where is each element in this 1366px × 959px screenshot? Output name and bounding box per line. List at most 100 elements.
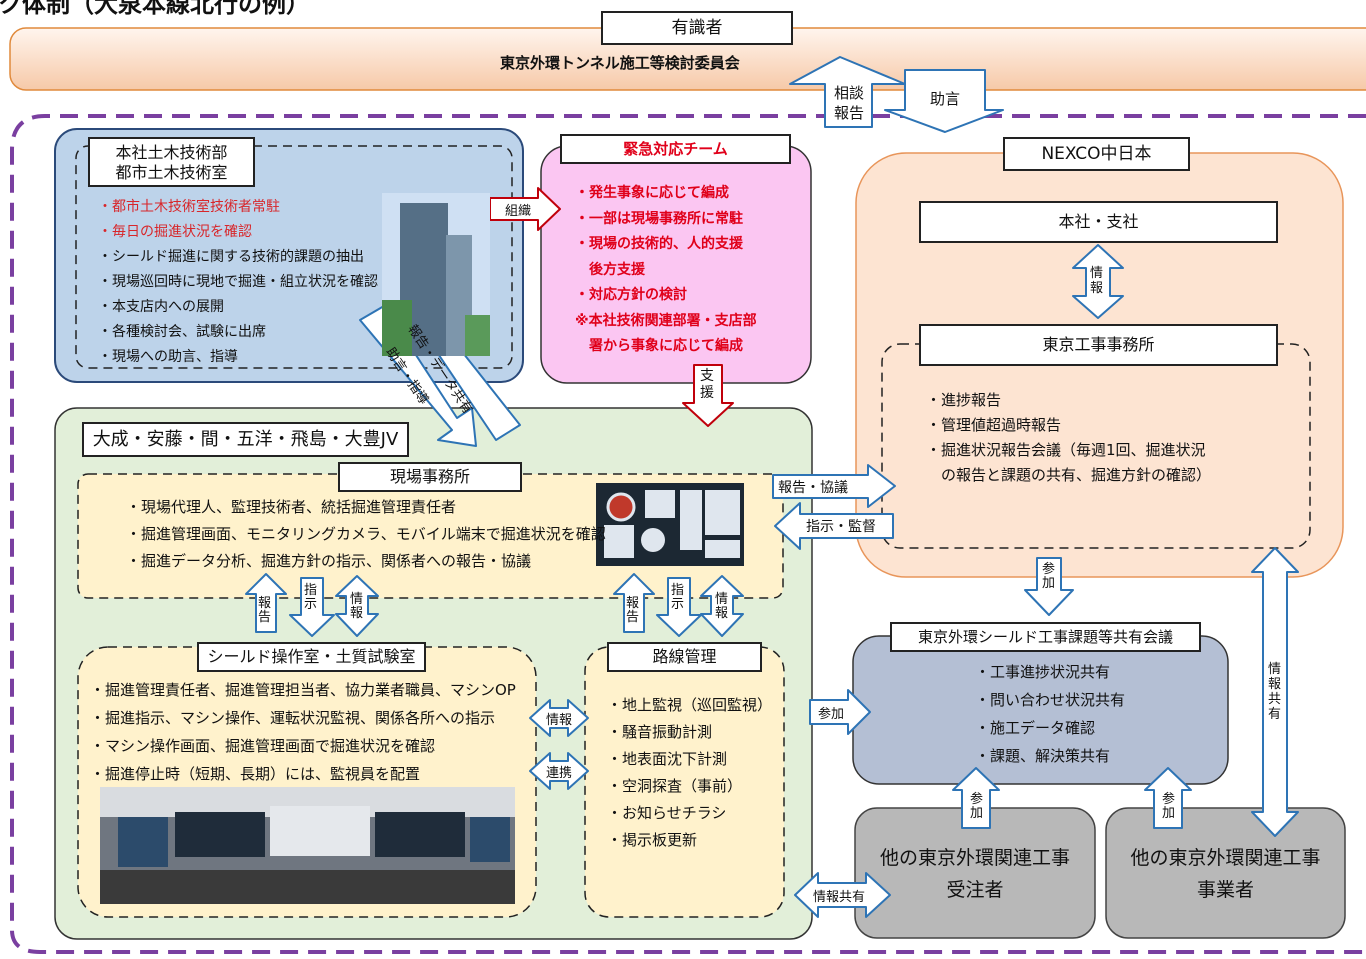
participation-down-arrow [1024, 557, 1074, 616]
info-double-arrow [529, 699, 589, 737]
hq-item: ・本支店内への展開 [98, 299, 224, 315]
emergency-items: ・発生事象に応じて編成・一部は現場事務所に常駐・現場の技術的、人的支援 後方支援… [575, 181, 757, 360]
route-item: ・地表面沈下計測 [607, 750, 728, 768]
monitoring-screen-image [596, 483, 744, 566]
participation-top-label: 参加 [1042, 562, 1056, 591]
info-label-mid: 情報 [546, 713, 573, 728]
instruction-supervision-arrow [774, 502, 894, 550]
instruction-down-arrow-a [289, 577, 335, 637]
consult-report-arrow [789, 56, 906, 128]
shield-room-item: ・掘進停止時（短期、長期）には、監視員を配置 [90, 765, 421, 783]
jv-title: 大成・安藤・間・五洋・飛島・大豊JV [82, 422, 409, 457]
hq-item: ・各種検討会、試験に出席 [98, 324, 266, 340]
emergency-item: ・現場の技術的、人的支援 [575, 236, 743, 252]
council-item: ・課題、解決策共有 [975, 747, 1111, 765]
nexco-item: の報告と課題の共有、掘進方針の確認） [926, 466, 1212, 484]
hq-item: ・毎日の掘進状況を確認 [98, 224, 252, 240]
hq-item: ・現場への助言、指導 [98, 349, 238, 365]
council-items: ・工事進捗状況共有・問い合わせ状況共有・施工データ確認・課題、解決策共有 [975, 658, 1125, 770]
route-item: ・騒音振動計測 [607, 723, 713, 741]
organization-dashed-frame [10, 114, 1366, 954]
route-item: ・掲示板更新 [607, 831, 698, 849]
nexco-hq-branch: 本社・支社 [919, 201, 1278, 243]
consult-report-label: 相談報告 [834, 84, 865, 122]
info-share-label: 情報共有 [813, 890, 866, 905]
advice-label: 助言 [930, 90, 961, 108]
nexco-label: NEXCO中日本 [1003, 137, 1190, 171]
nexco-item: ・掘進状況報告会議（毎週1回、掘進状況 [926, 441, 1206, 459]
shield-room-title: シールド操作室・土質試験室 [197, 642, 426, 672]
route-item: ・地上監視（巡回監視） [607, 696, 773, 714]
participation-left-label: 参加 [818, 707, 845, 722]
route-item: ・空洞探査（事前） [607, 777, 743, 795]
support-arrow [682, 364, 734, 427]
council-item: ・問い合わせ状況共有 [975, 691, 1126, 709]
shield-room-item: ・掘進管理責任者、掘進管理担当者、協力業者職員、マシンOP [90, 681, 516, 699]
participation-up-arrow-1 [952, 767, 1000, 829]
hq-item: ・現場巡回時に現地で掘進・組立状況を確認 [98, 274, 378, 290]
hq-item: ・都市土木技術室技術者常駐 [98, 199, 280, 215]
shield-room-item: ・掘進指示、マシン操作、運転状況監視、関係各所への指示 [90, 709, 496, 727]
committee-name: 東京外環トンネル施工等検討委員会 [500, 54, 740, 72]
site-office-items: ・現場代理人、監理技術者、統括掘進管理責任者・掘進管理画面、モニタリングカメラ、… [126, 494, 606, 575]
site-office-item: ・掘進管理画面、モニタリングカメラ、モバイル端末で掘進状況を確認 [126, 525, 606, 543]
shield-room-item: ・マシン操作画面、掘進管理画面で掘進状況を確認 [90, 737, 436, 755]
instruction-label-a: 指示 [304, 583, 318, 612]
organize-label: 組織 [505, 204, 532, 219]
shield-room-items: ・掘進管理責任者、掘進管理担当者、協力業者職員、マシンOP ・掘進指示、マシン操作… [90, 676, 516, 788]
emergency-item: ・発生事象に応じて編成 [575, 185, 729, 201]
operator-panel [1105, 807, 1346, 939]
page-title: ク体制（大泉本線北行の例） [0, 0, 310, 18]
report-up-arrow-b [613, 573, 655, 633]
hq-title: 本社土木技術部都市土木技術室 [88, 137, 255, 187]
emergency-title: 緊急対応チーム [560, 134, 791, 164]
contractor-text: 他の東京外環関連工事受注者 [879, 847, 1070, 901]
building-photo [382, 193, 490, 356]
info-double-arrow-b [700, 575, 744, 637]
support-label: 支援 [700, 368, 714, 401]
site-office-title: 現場事務所 [338, 462, 522, 492]
emergency-item: 署から事象に応じて編成 [575, 338, 743, 354]
site-office-item: ・現場代理人、監理技術者、統括掘進管理責任者 [126, 498, 457, 516]
participation-right-arrow [809, 689, 871, 735]
report-label-b: 報告 [626, 596, 640, 625]
nexco-items: ・進捗報告・管理値超過時報告・掘進状況報告会議（毎週1回、掘進状況 の報告と課題… [926, 388, 1211, 488]
organize-arrow [489, 187, 561, 231]
participation-up-arrow-2 [1144, 767, 1192, 829]
council-item: ・工事進捗状況共有 [975, 663, 1111, 681]
emergency-item: ・対応方針の検討 [575, 287, 687, 303]
experts-label: 有識者 [601, 11, 793, 45]
info-label-a: 情報 [350, 592, 364, 621]
nexco-tokyo-office: 東京工事事務所 [919, 324, 1278, 366]
council-title: 東京外環シールド工事課題等共有会議 [890, 622, 1201, 652]
nexco-info-arrow [1072, 244, 1124, 319]
participation-label-2: 参加 [1162, 792, 1176, 821]
council-item: ・施工データ確認 [975, 719, 1096, 737]
report-consult-arrow [772, 464, 896, 508]
instruction-label-b: 指示 [671, 583, 685, 612]
control-room-photo [100, 787, 515, 904]
info-share-horizontal-arrow [794, 872, 891, 918]
operator-text: 他の東京外環関連工事事業者 [1130, 847, 1321, 901]
report-label-a: 報告 [258, 596, 272, 625]
emergency-item: ※本社技術関連部署・支店部 [575, 312, 757, 329]
nexco-item: ・進捗報告 [926, 391, 1002, 409]
info-label-b: 情報 [715, 592, 729, 621]
participation-label-1: 参加 [970, 792, 984, 821]
instruction-supervision-label: 指示・監督 [806, 519, 876, 535]
info-double-arrow-a [335, 575, 379, 637]
nexco-item: ・管理値超過時報告 [926, 416, 1062, 434]
site-office-item: ・掘進データ分析、掘進方針の指示、関係者への報告・協議 [126, 552, 532, 570]
info-share-vertical-arrow [1251, 547, 1299, 837]
instruction-down-arrow-b [656, 577, 702, 637]
route-items: ・地上監視（巡回監視） ・騒音振動計測・地表面沈下計測・空洞探査（事前） ・お知らせ… [607, 692, 772, 854]
hq-item: ・シールド掘進に関する技術的課題の抽出 [98, 249, 364, 265]
hq-items: ・都市土木技術室技術者常駐・毎日の掘進状況を確認・シールド掘進に関する技術的課題… [98, 195, 378, 370]
emergency-item: ・一部は現場事務所に常駐 [575, 210, 743, 227]
nexco-info-label: 情報 [1090, 266, 1104, 296]
coordination-double-arrow [529, 752, 589, 790]
emergency-item: 後方支援 [575, 261, 645, 278]
route-title: 路線管理 [607, 642, 762, 672]
report-consult-label: 報告・協議 [778, 480, 848, 496]
route-item: ・お知らせチラシ [607, 804, 727, 822]
